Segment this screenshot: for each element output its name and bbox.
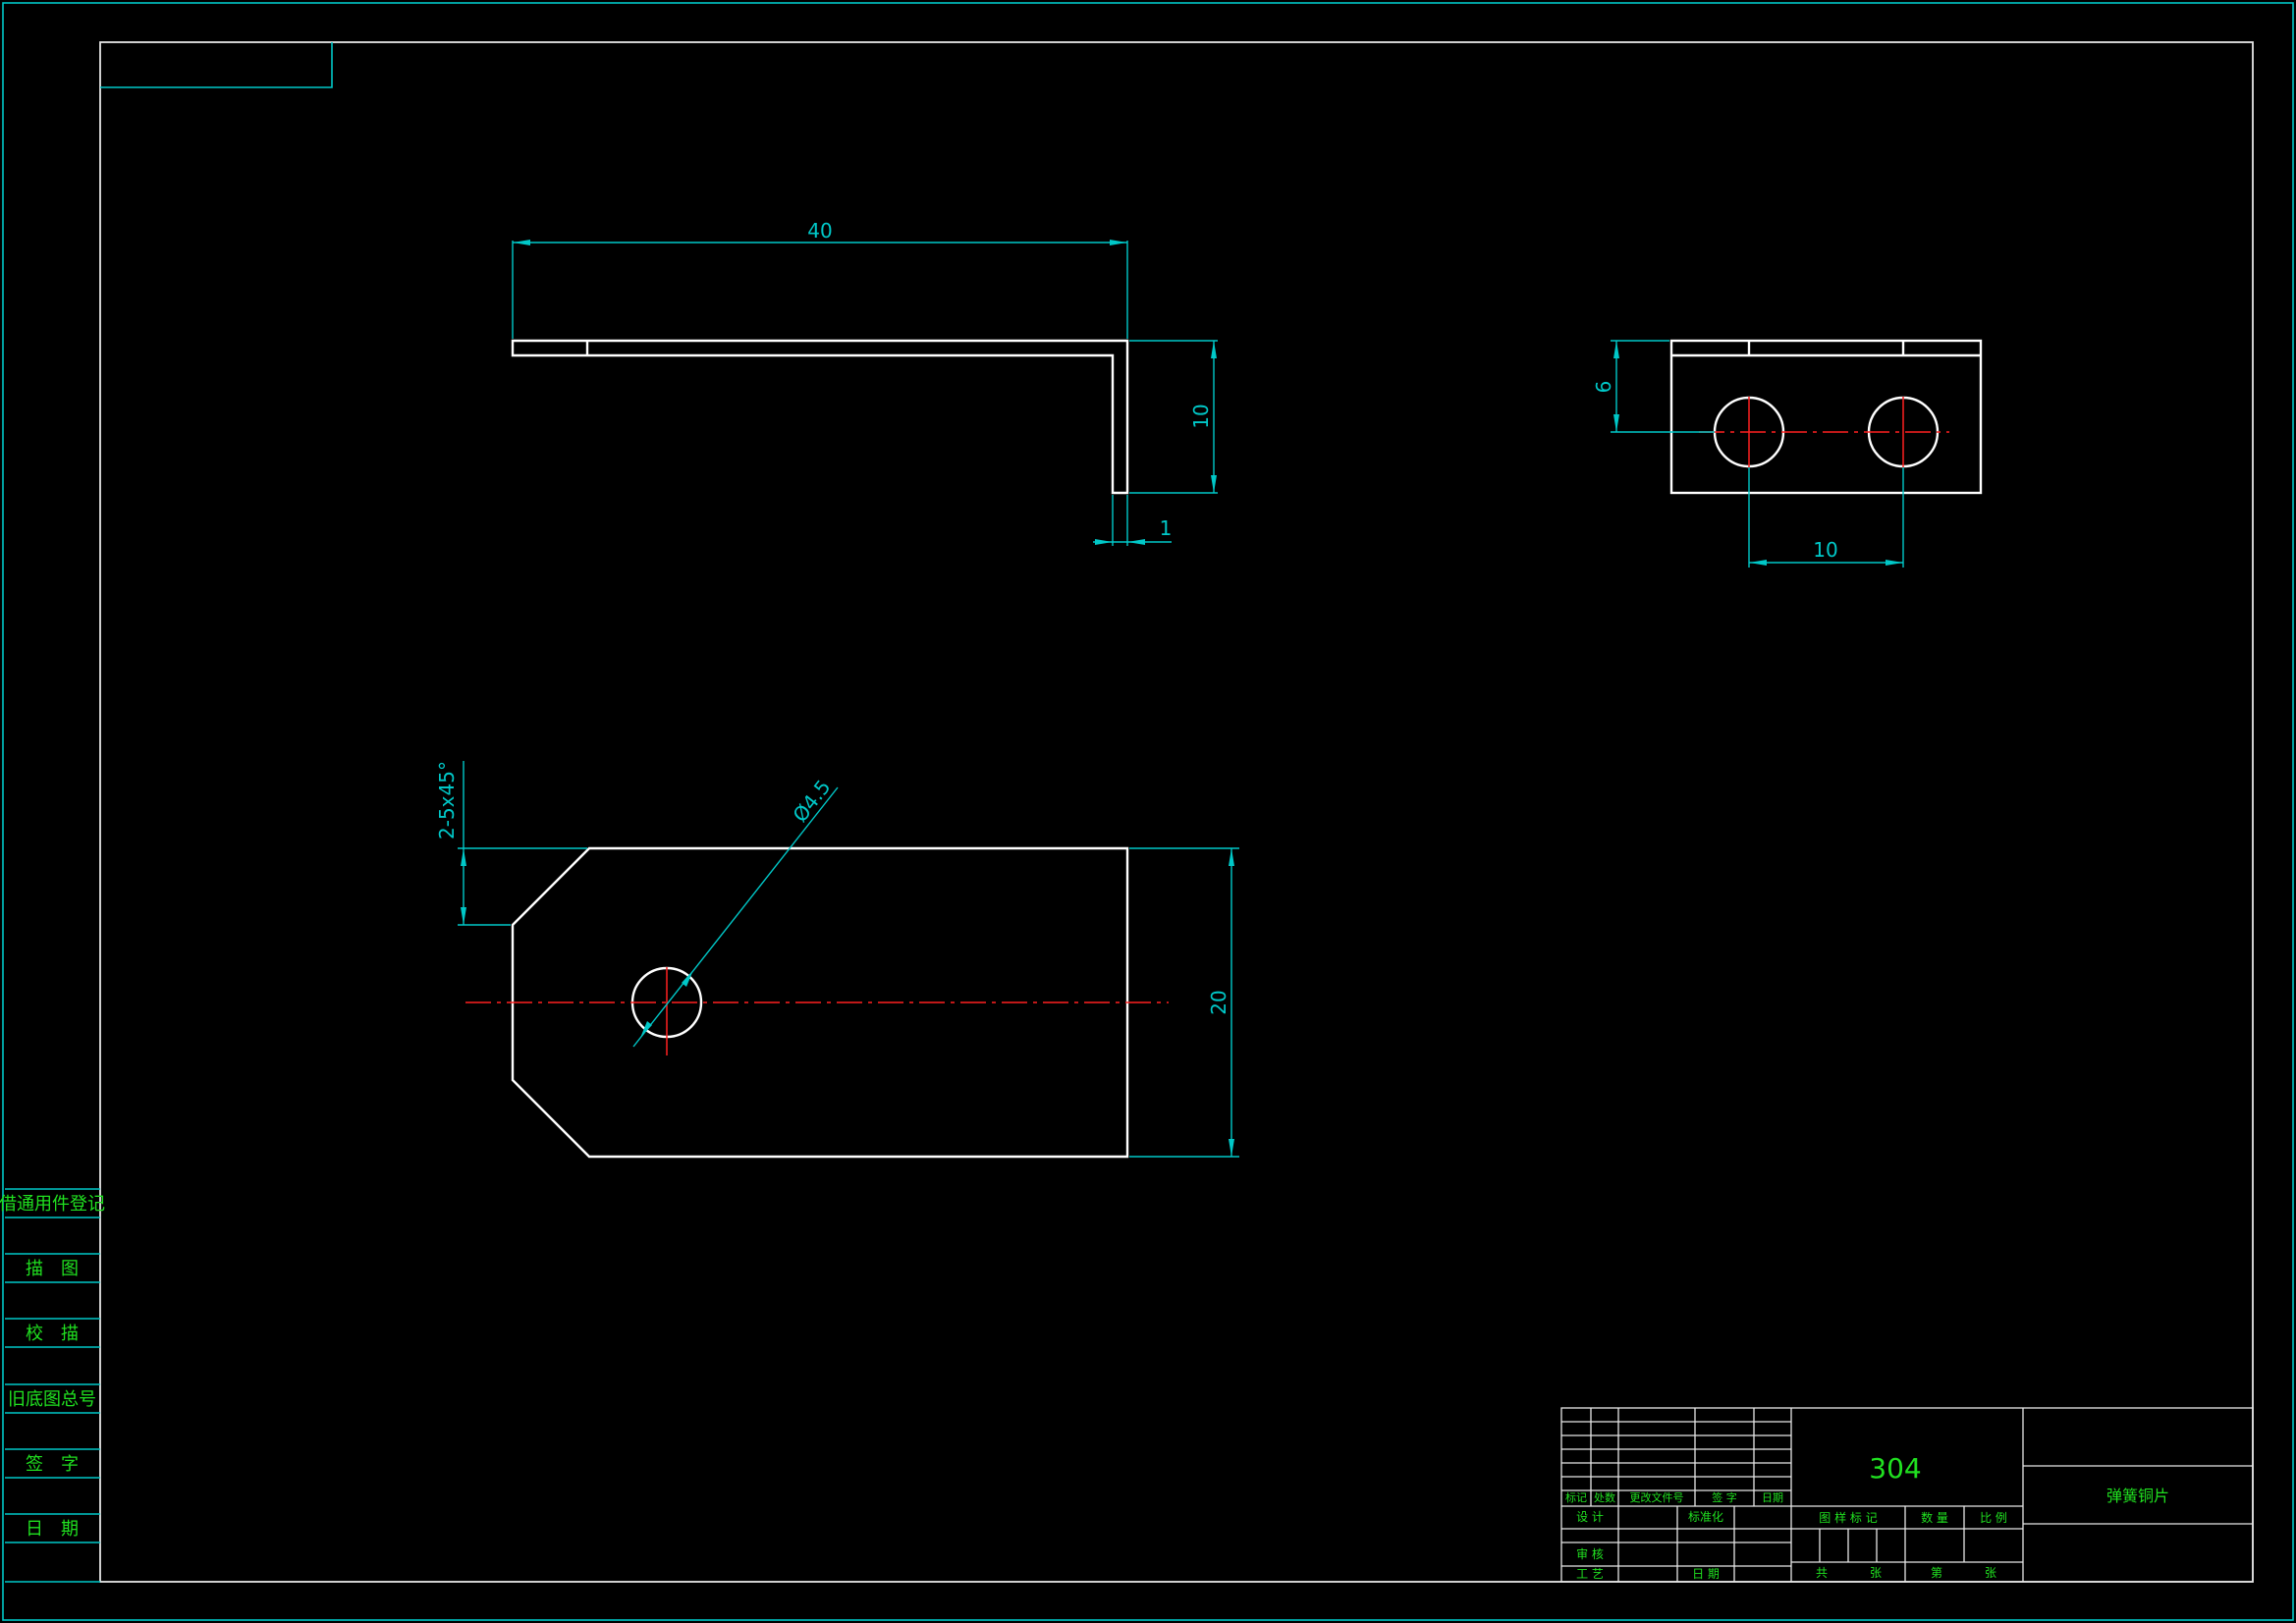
tb-quantity: 数 量 — [1921, 1510, 1948, 1525]
left-strip-label-old-no: 旧底图总号 — [8, 1389, 96, 1410]
tb-sheet-no: 第 — [1931, 1566, 1942, 1580]
tb-row-design: 设 计 — [1576, 1510, 1604, 1524]
plan-view: Ø4.5 2-5x45° 20 — [435, 761, 1239, 1159]
side-view: 40 10 1 — [511, 219, 1218, 546]
left-strip-label-trace: 描 图 — [26, 1259, 79, 1279]
tb-header-count: 处数 — [1594, 1491, 1615, 1504]
tb-stage-mark: 图 样 标 记 — [1819, 1510, 1877, 1525]
tb-total: 共 — [1816, 1566, 1828, 1580]
dim-plan-chamfer: 2-5x45° — [435, 761, 459, 839]
tb-sheet: 张 — [1870, 1566, 1882, 1580]
drawing-code-box — [100, 42, 333, 88]
tb-header-date: 日期 — [1762, 1491, 1783, 1504]
left-strip-label-check: 校 描 — [26, 1324, 79, 1344]
tb-row-date: 日 期 — [1692, 1567, 1720, 1581]
dim-end-offset: 6 — [1592, 381, 1615, 394]
tb-header-mark: 标记 — [1565, 1490, 1587, 1504]
dim-side-length: 40 — [807, 219, 832, 243]
dim-plan-hole: Ø4.5 — [788, 776, 835, 827]
tb-row-review: 审 核 — [1576, 1546, 1604, 1561]
left-strip-label-sign: 签 字 — [26, 1454, 79, 1475]
left-strip: 借通用件登记 描 图 校 描 旧底图总号 签 字 日 期 — [0, 1188, 105, 1583]
tb-material: 304 — [1869, 1452, 1921, 1485]
left-strip-title: 借通用件登记 — [0, 1194, 105, 1215]
left-strip-label-date: 日 期 — [26, 1519, 79, 1540]
end-view: 6 10 — [1592, 339, 1983, 568]
tb-part-name: 弹簧铜片 — [2106, 1487, 2169, 1505]
tb-scale: 比 例 — [1980, 1511, 2007, 1525]
inner-frame — [99, 41, 2254, 1583]
tb-row-standard: 标准化 — [1688, 1510, 1723, 1524]
dim-plan-width: 20 — [1207, 990, 1230, 1014]
tb-row-process: 工 艺 — [1576, 1567, 1604, 1581]
tb-header-change-doc: 更改文件号 — [1630, 1490, 1684, 1504]
tb-header-sign: 签 字 — [1712, 1490, 1737, 1504]
dim-side-height: 10 — [1189, 404, 1213, 428]
tb-sheet-2: 张 — [1985, 1566, 1996, 1580]
dim-side-thickness: 1 — [1160, 516, 1173, 540]
dim-end-pitch: 10 — [1813, 538, 1837, 562]
title-block: 标记 处数 更改文件号 签 字 日期 设 计 标准化 审 核 工 艺 日 期 3… — [1560, 1407, 2254, 1583]
